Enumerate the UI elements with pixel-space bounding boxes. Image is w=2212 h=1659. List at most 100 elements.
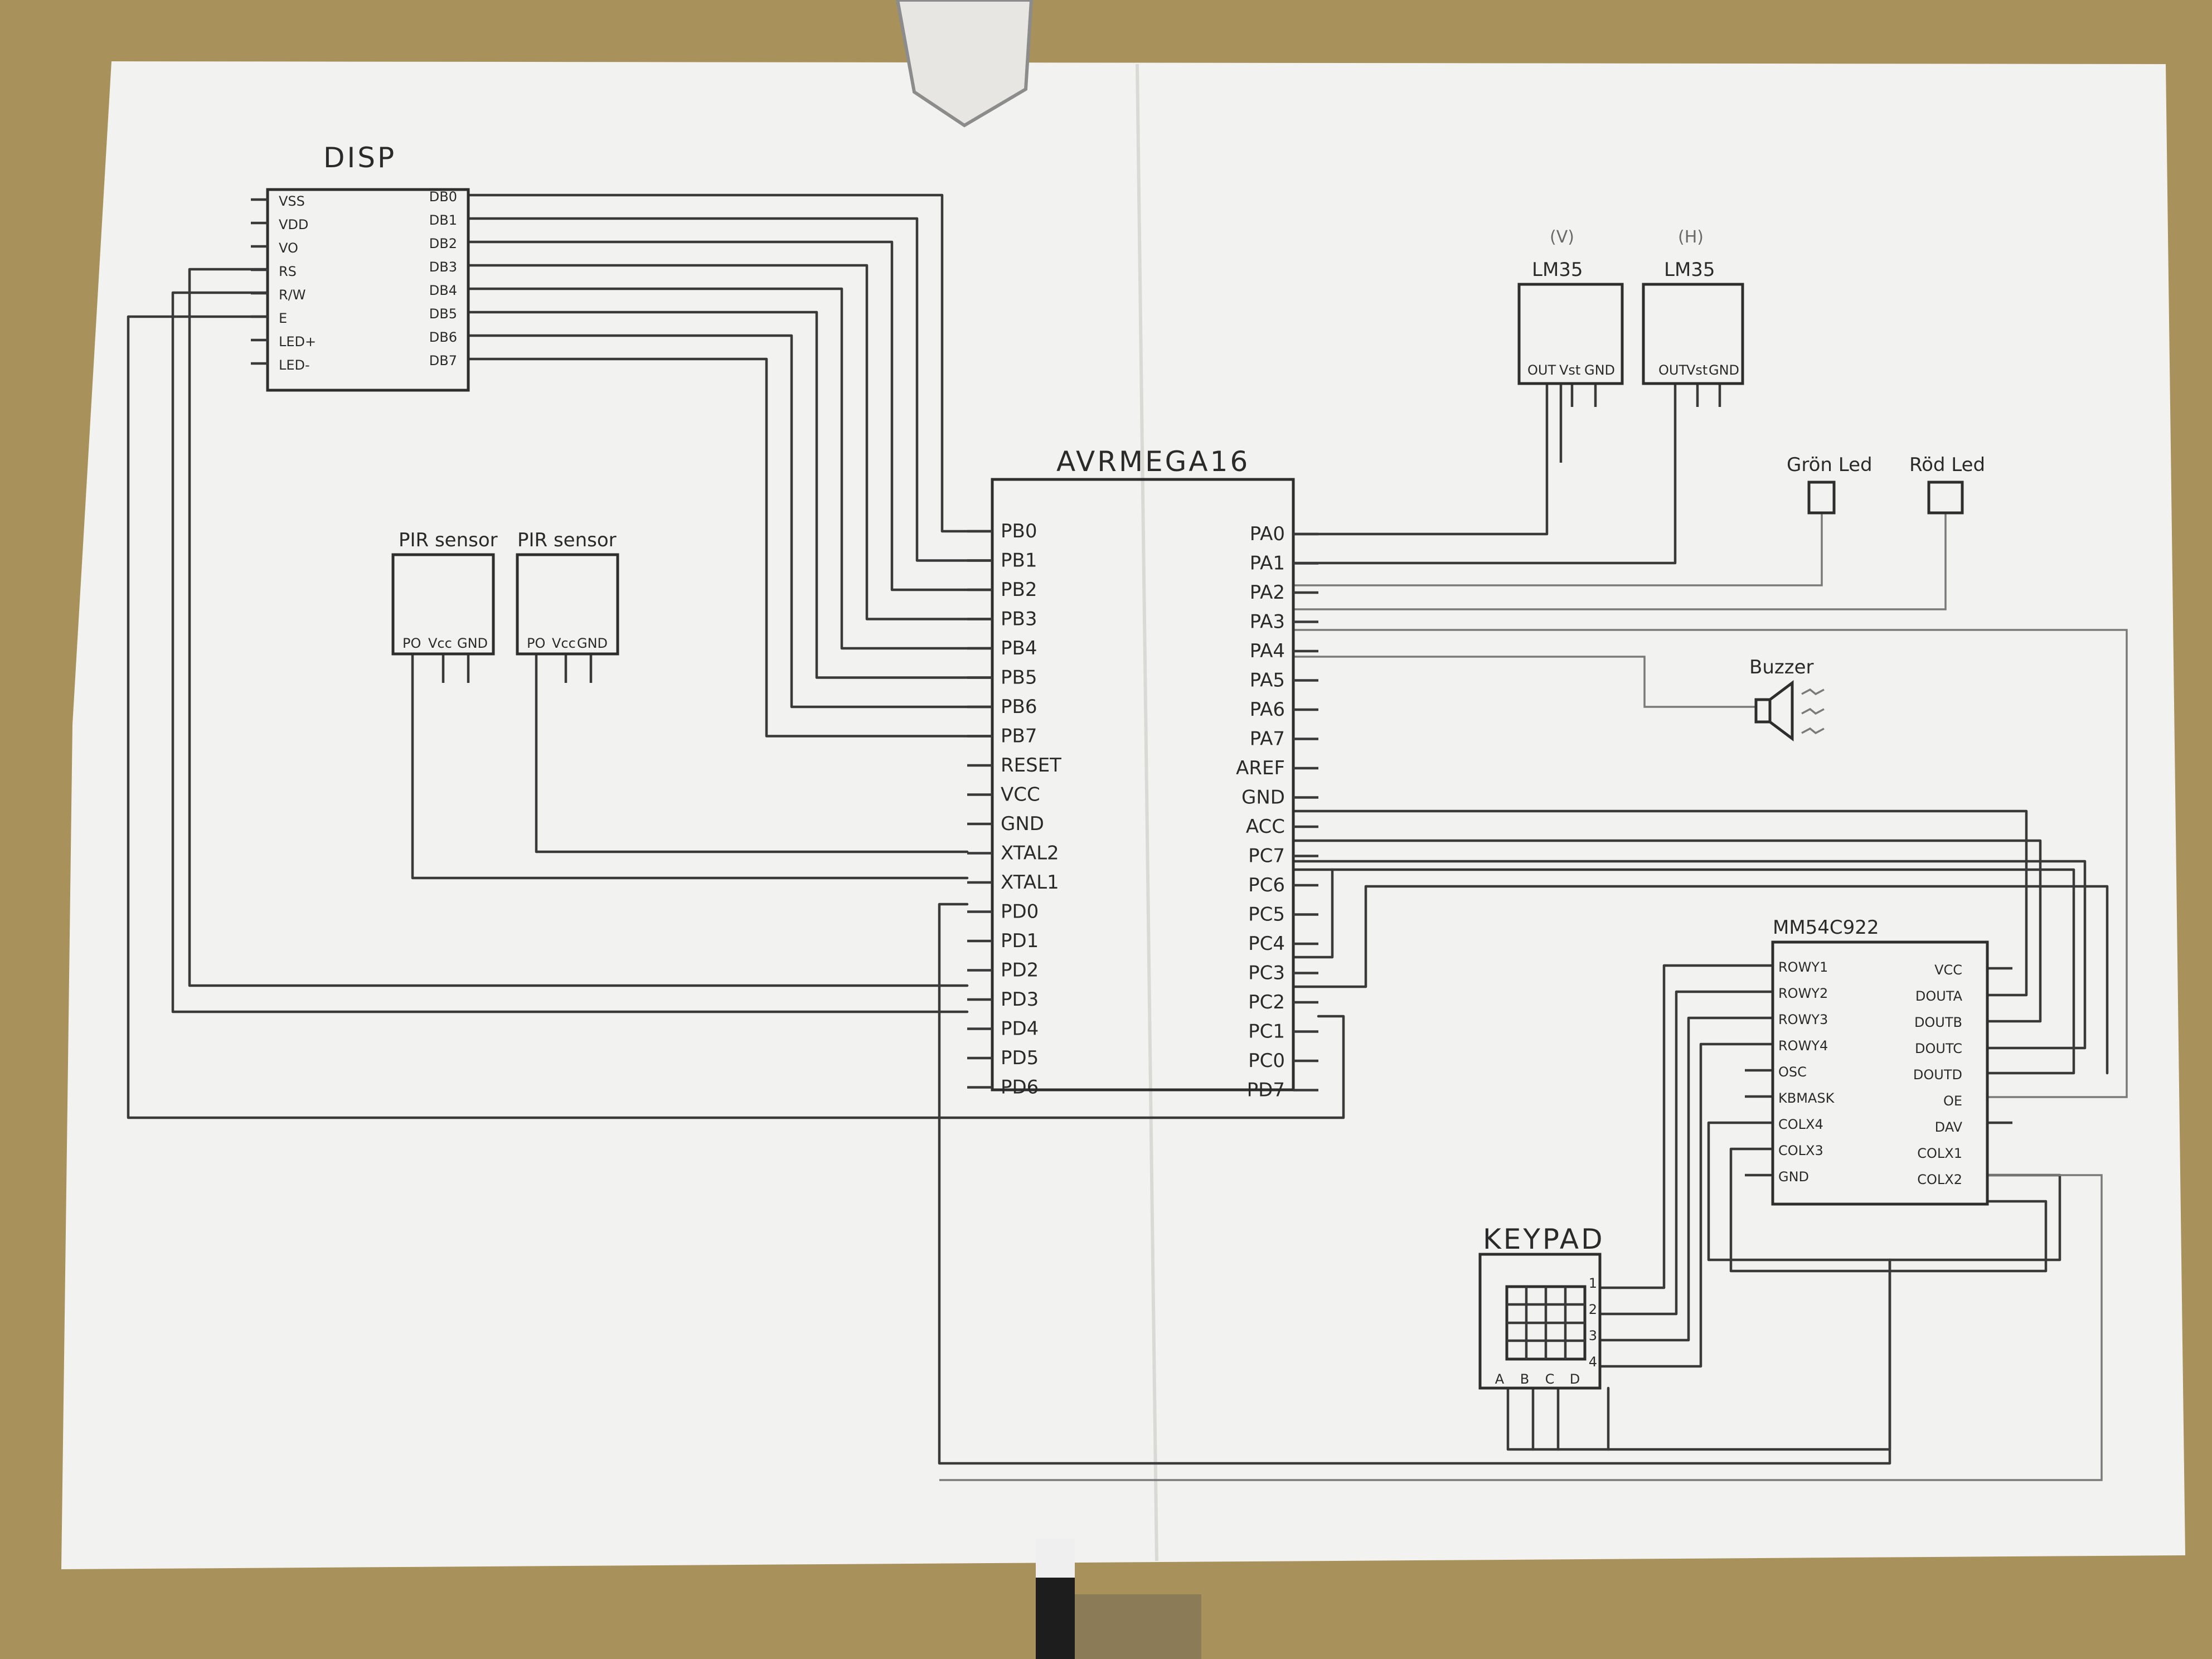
encoder-pin-rowy3: ROWY3	[1778, 1012, 1828, 1027]
mcu-pin-xtal1: XTAL1	[1001, 871, 1059, 894]
pir2-pin-vcc: Vcc	[552, 636, 576, 651]
mcu-pin-pb0: PB0	[1001, 520, 1037, 542]
lm35-1-pin-out: OUT	[1527, 362, 1556, 378]
speaker-icon	[1768, 680, 1794, 741]
mcu-pin-pb2: PB2	[1001, 579, 1037, 601]
disp-pin-led: LED+	[279, 334, 316, 350]
pir-sensor-2: PIR sensor PO Vcc GND	[516, 529, 619, 656]
mcu-pin-pc4: PC4	[1248, 933, 1285, 955]
disp-pin-vss: VSS	[279, 193, 305, 209]
lm35-1-pin-gnd: GND	[1584, 362, 1615, 378]
encoder-pin-colx3: COLX3	[1778, 1143, 1823, 1158]
keypad-row-4: 4	[1589, 1354, 1597, 1370]
lm35-2-title: LM35	[1664, 259, 1715, 281]
mcu-pin-pd5: PD5	[1001, 1047, 1039, 1069]
encoder-pin-rowy1: ROWY1	[1778, 959, 1828, 975]
disp-pin-vo: VO	[279, 240, 298, 256]
pir2-title: PIR sensor	[517, 529, 617, 551]
mcu-pin-pc5: PC5	[1248, 904, 1285, 926]
encoder-component: MM54C922 ROWY1ROWY2ROWY3ROWY4OSCKBMASKCO…	[1771, 916, 1989, 1206]
mcu-pin-pc7: PC7	[1248, 845, 1285, 867]
lm35-2-pin-vst: Vst	[1686, 362, 1707, 378]
mcu-pin-pb3: PB3	[1001, 608, 1037, 630]
encoder-left-pins: ROWY1ROWY2ROWY3ROWY4OSCKBMASKCOLX4COLX3G…	[1778, 959, 1835, 1185]
mcu-pin-pa5: PA5	[1250, 670, 1285, 692]
keypad-col-c: C	[1545, 1371, 1555, 1387]
encoder-pin-doutc: DOUTC	[1915, 1041, 1962, 1056]
mcu-pin-pb5: PB5	[1001, 667, 1037, 689]
encoder-pin-oe: OE	[1943, 1093, 1962, 1109]
keypad-col-b: B	[1520, 1371, 1529, 1387]
mcu-pin-pa0: PA0	[1250, 523, 1285, 545]
pir1-pin-gnd: GND	[457, 636, 488, 651]
pir2-pin-po: PO	[527, 636, 545, 651]
disp-left-pins: VSS VDD VO RS R/W E LED+ LED-	[251, 193, 316, 373]
keypad-row-2: 2	[1589, 1302, 1597, 1317]
pir1-title: PIR sensor	[399, 529, 498, 551]
green-led: Grön Led	[1787, 454, 1873, 515]
mcu-pin-pa2: PA2	[1250, 581, 1285, 604]
pir-sensor-1: PIR sensor PO Vcc GND	[391, 529, 498, 656]
disp-pin-led: LED-	[279, 357, 310, 373]
mcu-pin-pb6: PB6	[1001, 696, 1037, 718]
encoder-pin-douta: DOUTA	[1915, 988, 1963, 1004]
mcu-pin-pc1: PC1	[1248, 1021, 1285, 1043]
keypad-col-a: A	[1495, 1371, 1505, 1387]
mcu-pin-pd2: PD2	[1001, 959, 1039, 982]
mcu-pin-pb1: PB1	[1001, 550, 1037, 572]
disp-pin-db0: DB0	[429, 189, 457, 205]
disp-pin-e: E	[279, 311, 287, 326]
encoder-pin-doutb: DOUTB	[1914, 1015, 1962, 1030]
mcu-pin-pb4: PB4	[1001, 637, 1037, 659]
mcu-pin-pc0: PC0	[1248, 1050, 1285, 1072]
mcu-pin-pd1: PD1	[1001, 930, 1039, 952]
mcu-pin-pa3: PA3	[1250, 611, 1285, 633]
mcu-pin-pd6: PD6	[1001, 1076, 1039, 1099]
disp-pin-rw: R/W	[279, 287, 306, 303]
red-led-label: Röd Led	[1909, 454, 1985, 476]
mcu-component: AVRMEGA16 PB0PB1PB2PB3PB4PB5PB6PB7RESETV…	[967, 445, 1318, 1102]
lm35-2-pin-gnd: GND	[1709, 362, 1739, 378]
disp-pin-db3: DB3	[429, 259, 457, 275]
wires	[127, 193, 2128, 1481]
encoder-pin-vcc: VCC	[1934, 962, 1962, 978]
encoder-title: MM54C922	[1773, 916, 1879, 939]
paper-sheet	[61, 61, 2185, 1569]
disp-box	[266, 188, 470, 392]
disp-pin-db4: DB4	[429, 283, 457, 298]
keypad-title: KEYPAD	[1483, 1223, 1605, 1255]
disp-pin-db5: DB5	[429, 306, 457, 322]
mcu-pin-pa4: PA4	[1250, 640, 1285, 662]
encoder-pin-colx2: COLX2	[1917, 1172, 1962, 1187]
mcu-pin-pc6: PC6	[1248, 874, 1285, 896]
mcu-title: AVRMEGA16	[1056, 445, 1250, 478]
lm35-1-note: (V)	[1550, 227, 1574, 247]
mcu-box	[991, 478, 1295, 1092]
encoder-pin-rowy4: ROWY4	[1778, 1038, 1828, 1054]
mcu-pin-pa6: PA6	[1250, 698, 1285, 721]
lm35-2-pin-out: OUT	[1658, 362, 1687, 378]
disp-pin-vdd: VDD	[279, 217, 308, 232]
disp-pin-rs: RS	[279, 264, 297, 279]
keypad-grid-icon	[1505, 1285, 1587, 1361]
keypad-col-d: D	[1570, 1371, 1580, 1387]
mcu-pin-pc3: PC3	[1248, 962, 1285, 984]
buzzer-label: Buzzer	[1749, 656, 1813, 678]
mcu-pin-acc: ACC	[1246, 816, 1285, 838]
encoder-pin-rowy2: ROWY2	[1778, 986, 1828, 1001]
lm35-sensor-2: (H) LM35 OUT Vst GND	[1642, 227, 1744, 385]
mcu-left-pins: PB0PB1PB2PB3PB4PB5PB6PB7RESETVCCGNDXTAL2…	[967, 520, 1061, 1099]
encoder-pin-osc: OSC	[1778, 1064, 1807, 1080]
mcu-pin-gnd: GND	[1001, 813, 1044, 835]
mcu-pin-pd0: PD0	[1001, 901, 1039, 923]
mcu-pin-vcc: VCC	[1001, 784, 1040, 806]
disp-pin-db7: DB7	[429, 353, 457, 368]
lm35-sensor-1: (V) LM35 OUT Vst GND	[1517, 227, 1624, 385]
disp-pin-db6: DB6	[429, 329, 457, 345]
keypad-box	[1478, 1253, 1602, 1390]
